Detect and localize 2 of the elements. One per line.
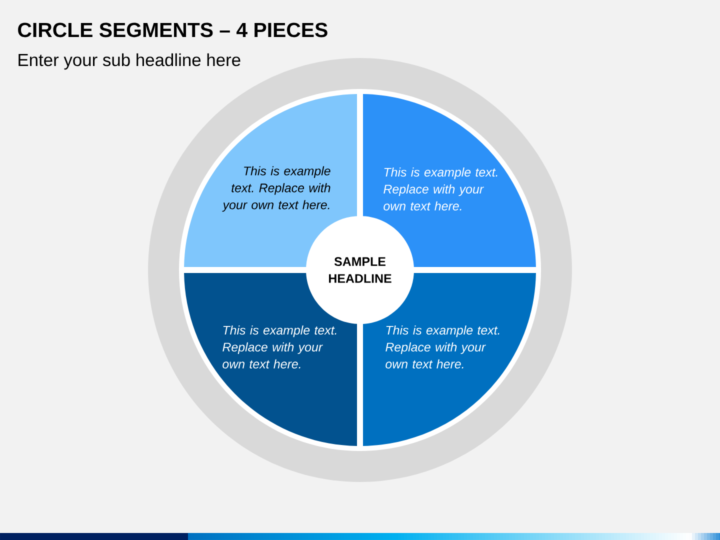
subtitle: Enter your sub headline here bbox=[18, 53, 240, 70]
title: CIRCLE SEGMENTS – 4 PIECES bbox=[18, 22, 328, 38]
